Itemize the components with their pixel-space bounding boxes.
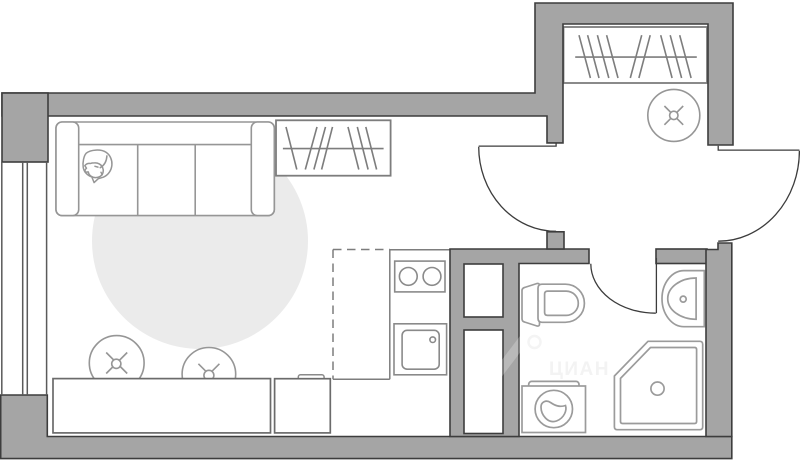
svg-text:ЦИАН: ЦИАН [549, 359, 610, 380]
